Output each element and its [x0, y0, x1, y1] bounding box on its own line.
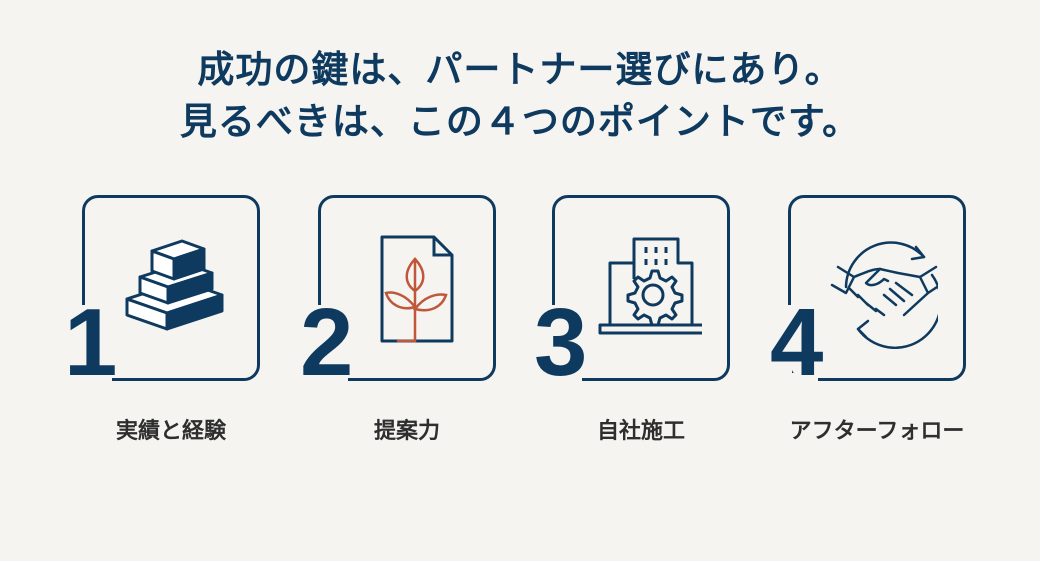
point-label: 自社施工	[596, 419, 685, 444]
point-card-1: 1 実績と経験	[64, 195, 272, 455]
point-label: アフターフォロー	[789, 419, 965, 444]
card-frame	[82, 195, 260, 381]
card-frame	[788, 195, 966, 381]
point-number: 1	[64, 289, 118, 396]
point-card-3: 3 自社施工	[534, 195, 742, 455]
point-number: 2	[300, 289, 354, 396]
point-number: 4	[770, 289, 824, 396]
card-frame	[318, 195, 496, 381]
document-plant-icon	[380, 235, 454, 343]
headline-line-2: 見るべきは、この４つのポイントです。	[179, 100, 861, 143]
headline-line-1: 成功の鍵は、パートナー選びにあり。	[197, 48, 843, 91]
point-label: 実績と経験	[115, 419, 226, 444]
point-card-4: 4 アフターフォロー	[770, 195, 978, 455]
building-gear-icon	[598, 237, 702, 335]
card-frame	[552, 195, 730, 381]
headline: 成功の鍵は、パートナー選びにあり。 見るべきは、この４つのポイントです。	[0, 44, 1040, 148]
handshake-cycle-icon	[830, 241, 938, 349]
point-card-2: 2 提案力	[300, 195, 508, 455]
stacked-blocks-icon	[125, 239, 224, 331]
point-label: 提案力	[373, 419, 440, 444]
point-number: 3	[534, 289, 588, 396]
